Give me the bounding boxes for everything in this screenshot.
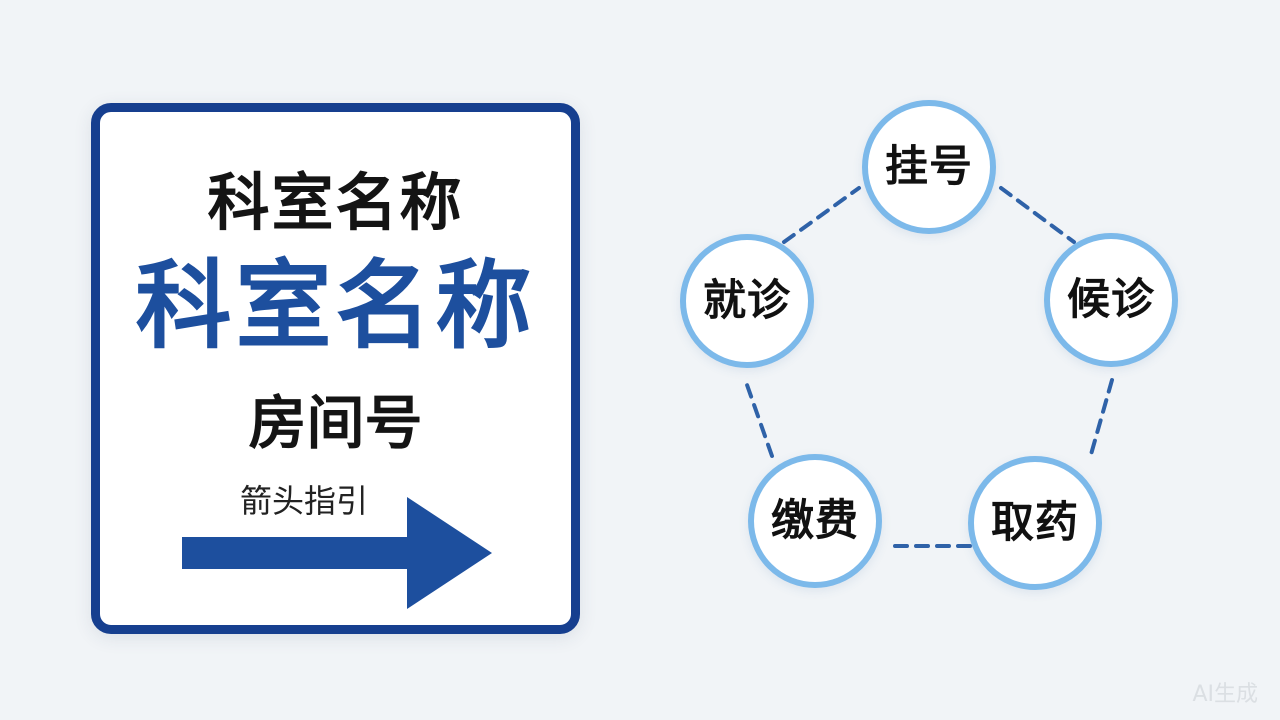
process-cycle-diagram: 挂号 候诊 取药 缴费 就诊	[660, 90, 1200, 610]
sign-room-number: 房间号	[248, 389, 423, 457]
connector-payment-to-consultation	[744, 380, 774, 458]
step-payment: 缴费	[748, 454, 882, 588]
sign-arrow-label: 箭头指引	[240, 482, 369, 520]
sign-department-name: 科室名称	[207, 166, 464, 239]
step-consultation: 就诊	[680, 234, 814, 368]
arrow-right-icon	[182, 497, 492, 609]
connector-consultation-to-register	[782, 186, 861, 244]
step-pharmacy: 取药	[968, 456, 1102, 590]
step-label: 候诊	[1067, 274, 1155, 325]
step-register: 挂号	[862, 100, 996, 234]
step-label: 挂号	[885, 141, 973, 192]
step-label: 缴费	[771, 495, 859, 546]
process-connectors	[744, 186, 1114, 548]
step-waiting: 候诊	[1044, 233, 1178, 367]
step-label: 就诊	[703, 275, 791, 326]
watermark: AI生成	[1192, 682, 1258, 707]
connector-register-to-waiting	[999, 186, 1076, 244]
connector-waiting-to-pharmacy	[1088, 378, 1114, 460]
step-label: 取药	[991, 497, 1079, 548]
sign-department-name-emphasis: 科室名称	[135, 250, 536, 362]
department-sign: 科室名称 科室名称 房间号 箭头指引	[91, 103, 580, 634]
